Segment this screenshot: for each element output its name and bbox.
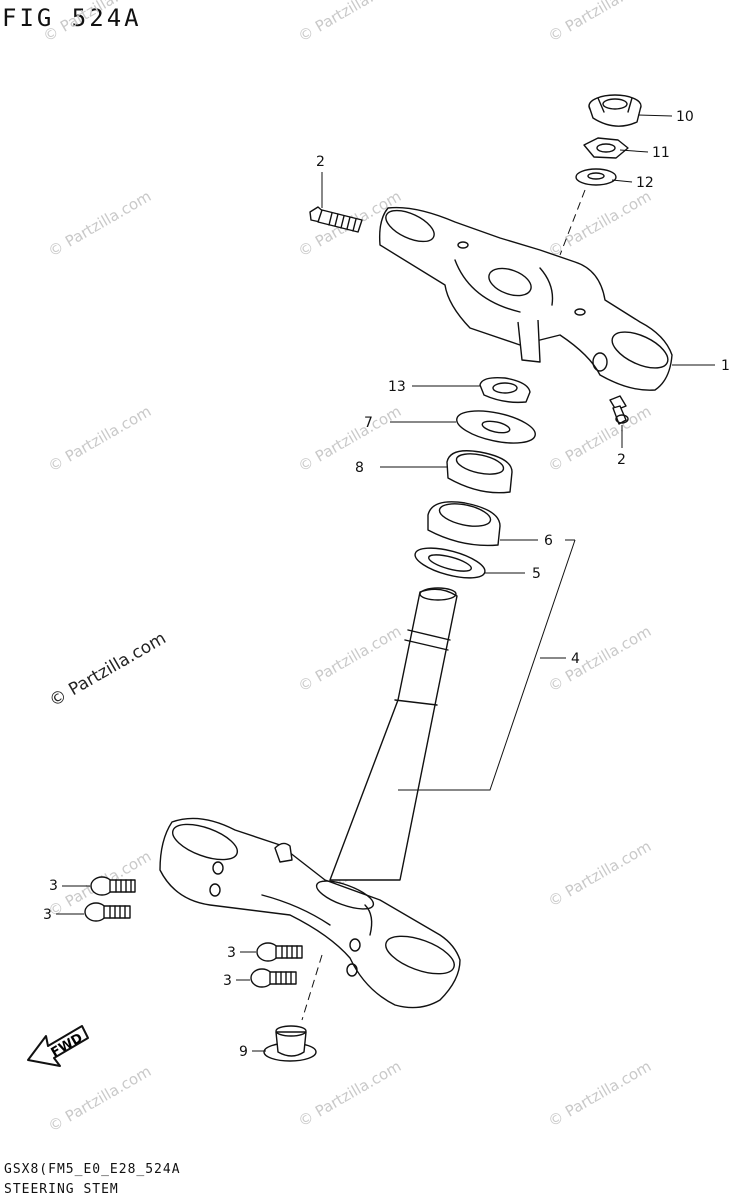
part-8-stem-nut[interactable] — [588, 94, 642, 127]
callout-8[interactable]: 10 — [676, 109, 694, 125]
fwd-arrow-icon: FWD — [27, 1025, 89, 1067]
footer-model-code: GSX8(FM5_E0_E28_524A — [4, 1162, 181, 1177]
callout-7[interactable]: 9 — [239, 1044, 248, 1060]
callout-1[interactable]: 1 — [721, 358, 730, 374]
part-3-bolt[interactable] — [90, 876, 136, 896]
part-4-steering-stem[interactable] — [159, 587, 461, 1009]
figure-label: FIG 524A — [2, 4, 142, 32]
callout-3[interactable]: 3 — [49, 878, 58, 894]
part-3-bolt[interactable] — [250, 968, 297, 988]
footer-section-name: STEERING STEM — [4, 1182, 119, 1197]
part-9-nut[interactable] — [583, 137, 629, 159]
callout-2[interactable]: 2 — [617, 452, 626, 468]
leader-lines — [56, 114, 715, 1052]
part-13-bearing[interactable] — [446, 450, 513, 494]
callout-3[interactable]: 3 — [43, 907, 52, 923]
part-2-small-bolt[interactable] — [609, 395, 629, 425]
callout-3[interactable]: 3 — [227, 945, 236, 961]
part-10-washer[interactable] — [575, 168, 617, 186]
callout-6[interactable]: 6 — [544, 533, 553, 549]
part-3-bolt[interactable] — [256, 942, 303, 962]
callout-13[interactable]: 8 — [355, 460, 364, 476]
part-7-plug[interactable] — [263, 1025, 317, 1062]
callout-4[interactable]: 4 — [571, 651, 580, 667]
callout-12[interactable]: 7 — [364, 415, 373, 431]
callout-2[interactable]: 2 — [316, 154, 325, 170]
part-5-dust-seal[interactable] — [412, 542, 488, 584]
part-2-bolt[interactable] — [309, 206, 363, 233]
callout-11[interactable]: 13 — [388, 379, 406, 395]
callout-10[interactable]: 12 — [636, 175, 654, 191]
callout-9[interactable]: 11 — [652, 145, 670, 161]
part-11-adjust-nut[interactable] — [479, 376, 531, 404]
callout-5[interactable]: 5 — [532, 566, 541, 582]
part-3-bolt[interactable] — [84, 902, 131, 922]
part-6-bearing[interactable] — [427, 500, 501, 547]
part-1-upper-bracket[interactable] — [378, 204, 673, 391]
callout-numbers: 10 11 12 2 1 2 13 7 8 6 5 4 3 3 3 3 9 — [43, 109, 730, 1060]
callout-3[interactable]: 3 — [223, 973, 232, 989]
part-12-washer[interactable] — [454, 405, 538, 449]
